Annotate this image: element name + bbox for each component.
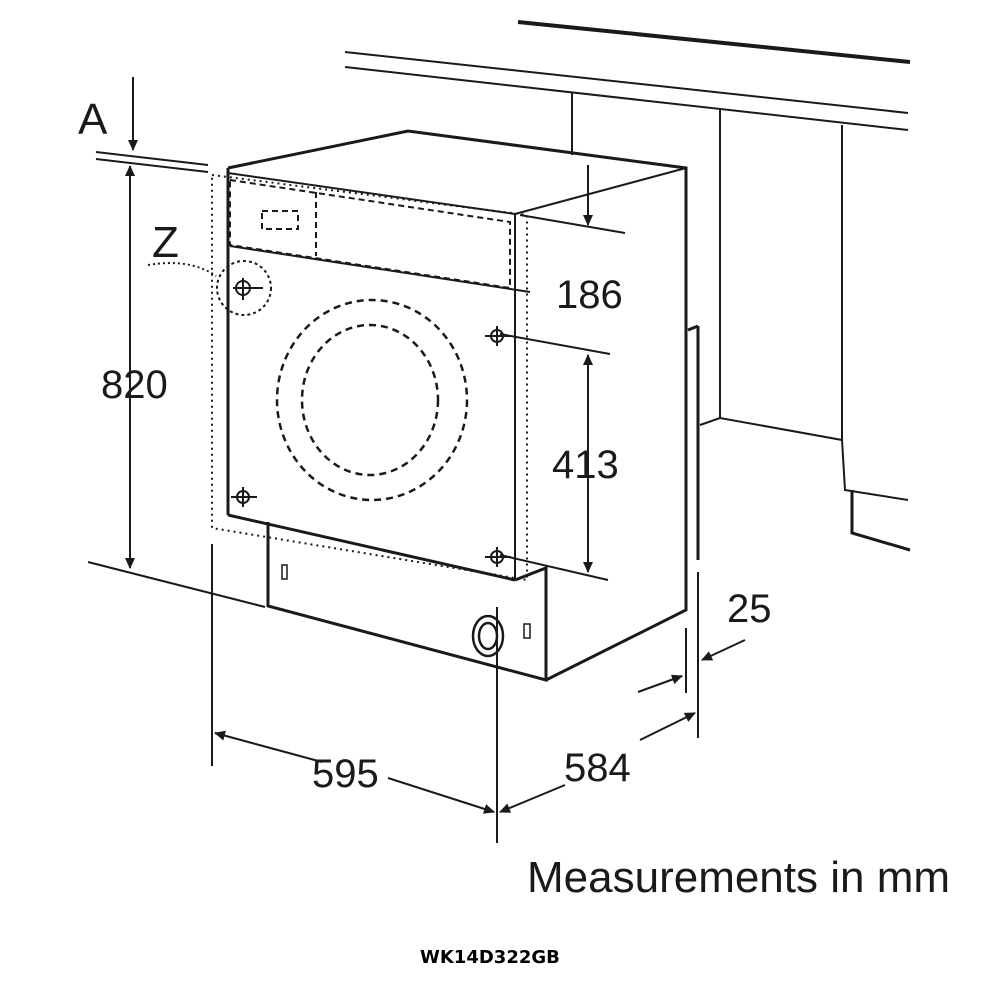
caption: Measurements in mm [527,853,950,902]
dimension-door-gap: 25 [727,587,772,631]
fixing-point-bottom-left [231,487,257,507]
model-number: WK14D322GB [420,947,560,968]
label-a: A [78,95,108,144]
control-panel [229,178,511,290]
washing-machine-body [226,129,700,682]
cabinet-worktop [95,20,911,552]
control-panel-bottom-edge [229,245,531,293]
dimension-top-offset: 186 [556,273,623,317]
dimension-lines [87,77,746,843]
dimension-height: 820 [101,363,168,407]
dimension-width: 595 [312,752,379,796]
detail-z-circle [216,260,272,316]
dimension-hinge-spacing: 413 [552,443,619,487]
niche-outline [211,173,528,582]
adjustable-foot [471,614,505,658]
fixing-points [216,260,511,567]
door [275,298,469,502]
fixing-point-top-left [233,278,263,300]
dimension-depth: 584 [564,746,631,790]
label-z: Z [152,218,179,267]
